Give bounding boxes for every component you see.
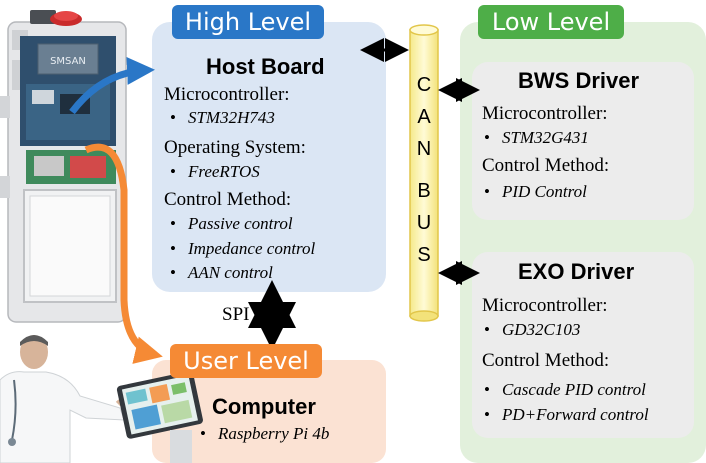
bws-control-value: PID Control: [501, 182, 587, 201]
bullet-dot: •: [200, 424, 206, 443]
can-bus-letter: S: [417, 244, 431, 266]
bullet-dot: •: [170, 263, 176, 282]
exo-control-item: • Cascade PID control: [484, 380, 646, 400]
computer-item-value: Raspberry Pi 4b: [217, 424, 330, 443]
exo-mcu-item: • GD32C103: [484, 320, 580, 340]
doctor-with-tablet: [0, 335, 203, 463]
device-brand-label: SMSAN: [50, 56, 86, 67]
computer-title: Computer: [212, 394, 316, 419]
high-level-panel: [152, 22, 386, 292]
high-level-tag: High Level: [172, 5, 324, 39]
exo-driver-title: EXO Driver: [518, 259, 635, 284]
bws-control-item: • PID Control: [484, 182, 587, 202]
host-os-value: FreeRTOS: [187, 162, 260, 181]
bullet-dot: •: [170, 108, 176, 127]
orange-arrow-to-user: [84, 143, 163, 364]
can-bus-letter: B: [417, 180, 431, 202]
blue-arrow-to-host: [69, 56, 155, 115]
bws-control-heading: Control Method:: [482, 155, 610, 176]
computer-item: • Raspberry Pi 4b: [200, 424, 329, 444]
host-control-item: • Passive control: [170, 214, 293, 234]
can-bus-letter: U: [416, 212, 432, 234]
host-control-value: Impedance control: [187, 239, 316, 258]
host-control-item: • AAN control: [170, 263, 273, 283]
exo-mcu-value: GD32C103: [501, 320, 581, 339]
bullet-dot: •: [484, 380, 490, 399]
bullet-dot: •: [170, 162, 176, 181]
host-control-heading: Control Method:: [164, 189, 292, 210]
bullet-dot: •: [170, 214, 176, 233]
host-control-value: Passive control: [187, 214, 293, 233]
exo-control-value: PD+Forward control: [501, 405, 649, 424]
bullet-dot: •: [484, 405, 490, 424]
can-bus-letter: N: [416, 138, 432, 160]
host-board-title: Host Board: [206, 54, 325, 79]
control-box-device: SMSAN: [0, 10, 127, 323]
bullet-dot: •: [170, 239, 176, 258]
host-mcu-item: • STM32H743: [170, 108, 275, 128]
bullet-dot: •: [484, 128, 490, 147]
bws-mcu-heading: Microcontroller:: [482, 103, 608, 124]
bws-mcu-item: • STM32G431: [484, 128, 589, 148]
bws-driver-title: BWS Driver: [518, 68, 640, 93]
host-os-item: • FreeRTOS: [170, 162, 260, 182]
host-control-item: • Impedance control: [170, 239, 315, 259]
user-level-tag: User Level: [170, 344, 322, 378]
exo-control-value: Cascade PID control: [501, 380, 646, 399]
can-bus-letter: A: [417, 106, 431, 128]
bws-mcu-value: STM32G431: [501, 128, 589, 147]
can-bus-letter: C: [416, 74, 432, 96]
host-mcu-heading: Microcontroller:: [164, 84, 290, 105]
host-mcu-value: STM32H743: [187, 108, 275, 127]
spi-label: SPI: [222, 304, 250, 325]
host-os-heading: Operating System:: [164, 137, 306, 158]
exo-driver-panel: [472, 252, 694, 438]
exo-control-heading: Control Method:: [482, 350, 610, 371]
can-bus-cylinder: [409, 24, 439, 322]
low-level-tag: Low Level: [478, 5, 624, 39]
host-control-value: AAN control: [187, 263, 273, 282]
bws-driver-panel: [472, 62, 694, 220]
exo-mcu-heading: Microcontroller:: [482, 295, 608, 316]
bullet-dot: •: [484, 182, 490, 201]
bullet-dot: •: [484, 320, 490, 339]
exo-control-item: • PD+Forward control: [484, 405, 649, 425]
